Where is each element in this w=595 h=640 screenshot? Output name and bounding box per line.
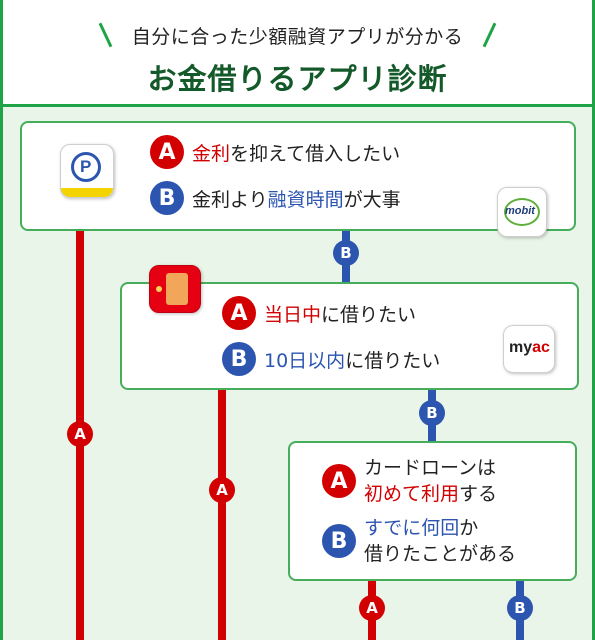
paypay-app-icon: P bbox=[60, 144, 114, 198]
q1-a-highlight: 金利 bbox=[192, 142, 231, 165]
option-a-badge: A bbox=[322, 464, 356, 498]
mobit-logo-text: mobit bbox=[505, 205, 535, 217]
q3-b-text: か bbox=[459, 517, 479, 539]
q1-b-text: が大事 bbox=[343, 188, 401, 211]
q2-a-text: に借りたい bbox=[321, 303, 417, 326]
page-header: 自分に合った少額融資アプリが分かる お金借りるアプリ診断 bbox=[3, 0, 592, 107]
q3-b-line2: 借りたことがある bbox=[364, 543, 517, 565]
q3-b-pin: B bbox=[507, 595, 533, 621]
q2-b-pin: B bbox=[419, 400, 445, 426]
q3-a-highlight: 初めて利用 bbox=[364, 483, 460, 505]
q3-a-line1: カードローンは bbox=[364, 457, 497, 479]
q1-b-highlight: 融資時間 bbox=[267, 188, 344, 211]
q2-a-pin: A bbox=[209, 477, 235, 503]
myac-highlight: ac bbox=[532, 339, 550, 356]
q1-a-text: を抑えて借入したい bbox=[230, 142, 401, 165]
paypay-letter: P bbox=[80, 157, 92, 176]
option-a-badge: A bbox=[222, 296, 256, 330]
q3-a-pin: A bbox=[359, 595, 385, 621]
option-a-badge: A bbox=[150, 135, 184, 169]
q1-option-b: B 金利より融資時間が大事 bbox=[150, 181, 401, 215]
q2-b-highlight: 10日以内 bbox=[264, 349, 346, 372]
option-b-badge: B bbox=[150, 181, 184, 215]
page-subtitle: 自分に合った少額融資アプリが分かる bbox=[131, 26, 464, 48]
q2-a-line bbox=[218, 388, 226, 640]
q2-option-a: A 当日中に借りたい bbox=[222, 296, 416, 330]
myac-app-icon: myac bbox=[503, 325, 555, 373]
q2-b-text: に借りたい bbox=[345, 349, 441, 372]
q2-option-b: B 10日以内に借りたい bbox=[222, 342, 440, 376]
q3-a-text: する bbox=[459, 483, 498, 505]
prepaid-card-app-icon bbox=[149, 265, 201, 313]
q1-b-pin: B bbox=[333, 240, 359, 266]
q1-option-a: A 金利を抑えて借入したい bbox=[150, 135, 400, 169]
q3-b-highlight: すでに何回 bbox=[364, 517, 460, 539]
option-b-badge: B bbox=[322, 524, 356, 558]
mobit-app-icon: mobit bbox=[497, 187, 547, 237]
myac-prefix: my bbox=[509, 339, 533, 356]
q2-a-highlight: 当日中 bbox=[264, 303, 322, 326]
q3-option-b: B すでに何回か 借りたことがある bbox=[322, 515, 516, 567]
q1-a-pin: A bbox=[67, 421, 93, 447]
option-b-badge: B bbox=[222, 342, 256, 376]
q1-b-prefix: 金利より bbox=[192, 188, 268, 211]
question-box-3: A カードローンは 初めて利用する B すでに何回か 借りたことがある bbox=[288, 441, 577, 581]
page-title: お金借りるアプリ診断 bbox=[147, 62, 448, 96]
q3-option-a: A カードローンは 初めて利用する bbox=[322, 455, 497, 507]
